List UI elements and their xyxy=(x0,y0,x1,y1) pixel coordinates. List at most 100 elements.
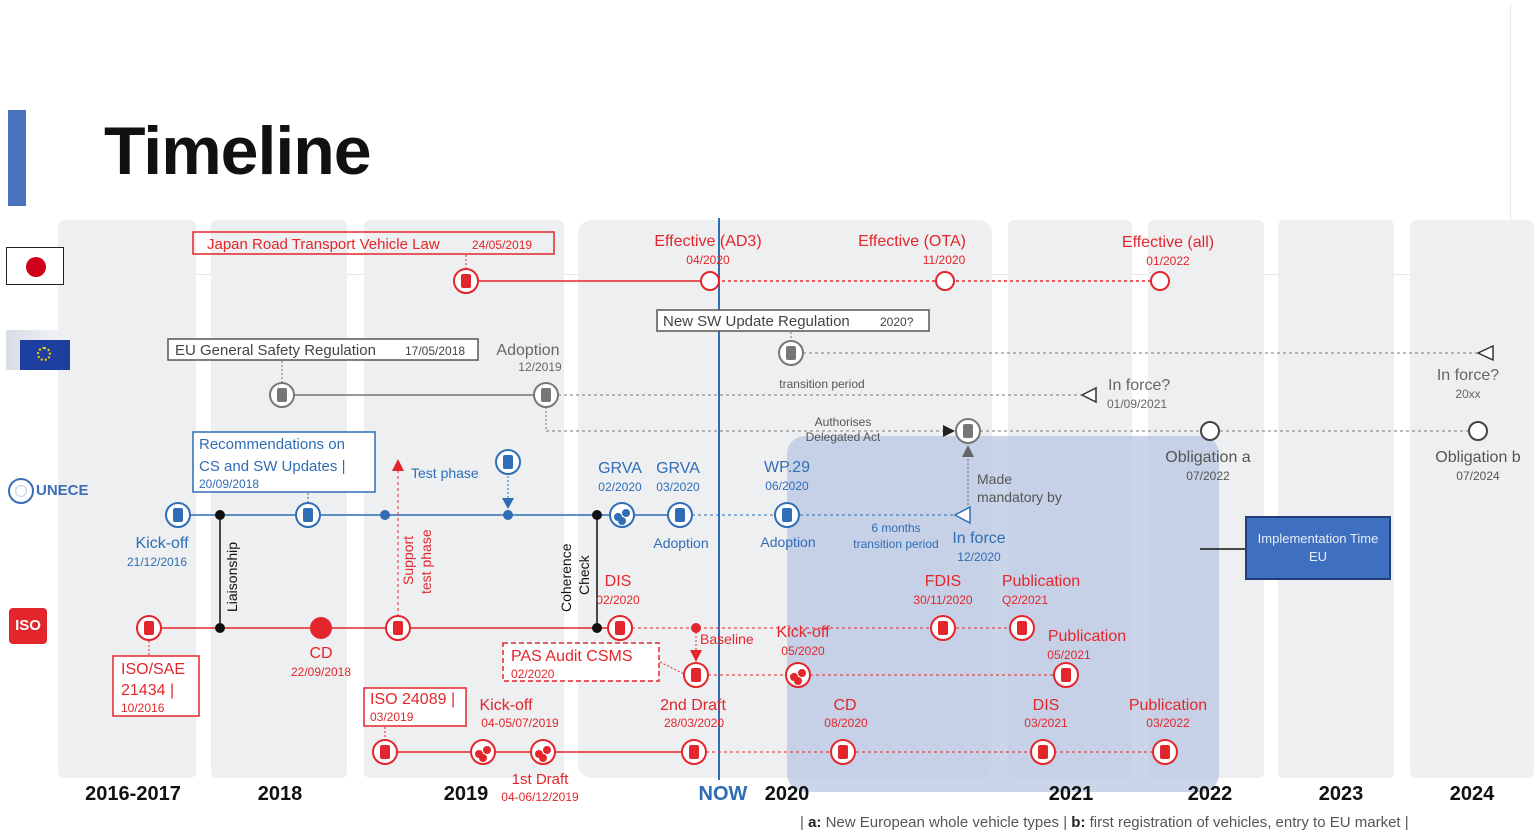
eu-obligation-a-node xyxy=(1200,421,1220,441)
eu-delegated-act-label: Delegated Act xyxy=(806,430,881,444)
unece-logo-text: UNECE xyxy=(36,481,89,499)
eu-delegated-arrow xyxy=(943,425,955,437)
unece-grva2-node xyxy=(667,502,693,528)
unece-testphase-dot xyxy=(503,510,513,520)
iso-dis-label: DIS xyxy=(605,573,632,590)
japan-law-date: 24/05/2019 xyxy=(472,238,532,252)
year-label-2016-2017: 2016-2017 xyxy=(85,783,181,805)
eu-sw-label: New SW Update Regulation xyxy=(663,313,850,330)
support-label: Support xyxy=(400,536,416,585)
footnote: | a: New European whole vehicle types | … xyxy=(800,814,1409,831)
year-label-2021: 2021 xyxy=(1049,783,1094,805)
eu-sw-inforce-triangle xyxy=(1476,344,1494,362)
implementation-time-highlight xyxy=(787,436,1219,792)
japan-flag-icon xyxy=(6,247,64,285)
unece-wp29-node xyxy=(774,502,800,528)
footnote-b-key: b: xyxy=(1071,814,1086,831)
eu-gsr-label: EU General Safety Regulation xyxy=(175,342,376,359)
iso-pas-kickoff-node xyxy=(785,662,811,688)
iso-sae-box xyxy=(112,655,200,717)
eu-flag-icon xyxy=(20,340,70,370)
unece-adoption2-label: Adoption xyxy=(760,534,815,550)
iso-pas-label: PAS Audit CSMS xyxy=(511,648,633,665)
check-label: Check xyxy=(576,554,592,595)
iso-24089-publication-label: Publication xyxy=(1129,697,1207,714)
footnote-a-text: New European whole vehicle types | xyxy=(825,814,1068,831)
iso-publication-node xyxy=(1009,615,1035,641)
eu-adoption-node xyxy=(533,382,559,408)
implementation-time-box: Implementation Time EU xyxy=(1245,516,1391,580)
unece-recommendation-box xyxy=(192,431,376,493)
eu-sw-inforce-date: 20xx xyxy=(1455,387,1480,401)
unece-grva1-date: 02/2020 xyxy=(598,480,642,494)
iso-24089-dis-node xyxy=(1030,739,1056,765)
unece-transition-label: transition period xyxy=(853,537,938,551)
unece-inforce-date: 12/2020 xyxy=(957,550,1001,564)
iso-24089-kickoff-node xyxy=(470,739,496,765)
unece-grva2-date: 03/2020 xyxy=(656,480,700,494)
year-label-2019: 2019 xyxy=(444,783,489,805)
support-arrow xyxy=(392,459,404,471)
iso-fdis-label: FDIS xyxy=(925,573,961,590)
unece-wp29-date: 06/2020 xyxy=(765,479,809,493)
column-2023 xyxy=(1278,220,1394,778)
iso-sae-date: 10/2016 xyxy=(121,701,165,715)
iso-liaison-dot xyxy=(215,623,225,633)
eu-obligation-b-date: 07/2024 xyxy=(1456,469,1500,483)
year-label-2020: 2020 xyxy=(765,783,810,805)
eu-inforce-triangle xyxy=(1080,386,1097,404)
unece-kickoff-node xyxy=(165,502,191,528)
eu-authorises-label: Authorises xyxy=(815,415,872,429)
iso-publication-label: Publication xyxy=(1002,573,1080,590)
iso-cd-date: 22/09/2018 xyxy=(291,665,351,679)
footnote-a-key: a: xyxy=(808,814,822,831)
unece-adoption1-label: Adoption xyxy=(653,535,708,551)
iso-baseline-arrow xyxy=(690,650,702,662)
unece-rec-date: 20/09/2018 xyxy=(199,477,259,491)
iso-cd-label: CD xyxy=(309,645,332,662)
iso-pas-box xyxy=(502,642,660,682)
year-label-2024: 2024 xyxy=(1450,783,1495,805)
unece-inforce-triangle xyxy=(953,505,971,525)
iso-pas-publication-date: 05/2021 xyxy=(1047,648,1091,662)
eu-mandatory-by-label: mandatory by xyxy=(977,489,1062,505)
iso-baseline-label: Baseline xyxy=(700,631,754,647)
iso-24089-first-draft-label: 1st Draft xyxy=(512,771,570,788)
iso-fdis-node xyxy=(930,615,956,641)
iso-24089-node xyxy=(372,739,398,765)
iso-publication-date: Q2/2021 xyxy=(1002,593,1048,607)
japan-law-node xyxy=(453,268,479,294)
header-edge xyxy=(1510,4,1511,274)
eu-made-mandatory-arrow xyxy=(962,445,974,457)
iso-cd-node xyxy=(310,617,332,639)
japan-flag-sun xyxy=(26,257,46,277)
unece-rec-line2: CS and SW Updates | xyxy=(199,458,345,475)
iso-sae-line2: 21434 | xyxy=(121,682,174,699)
iso-24089-box xyxy=(363,687,467,727)
year-label-2018: 2018 xyxy=(258,783,303,805)
eu-obligation-a-date: 07/2022 xyxy=(1186,469,1230,483)
japan-ota-node xyxy=(935,271,955,291)
eu-transition-label: transition period xyxy=(779,377,864,391)
eu-adoption-date: 12/2019 xyxy=(518,360,562,374)
liaisonship-label: Liaisonship xyxy=(224,542,240,612)
iso-sae-line1: ISO/SAE xyxy=(121,661,185,678)
unece-kickoff-label: Kick-off xyxy=(135,535,189,552)
iso-24089-publication-date: 03/2022 xyxy=(1146,716,1190,730)
column-2018 xyxy=(211,220,347,778)
iso-pas-connector xyxy=(659,661,685,675)
unece-grva1-node xyxy=(609,502,635,528)
unece-support-dot xyxy=(380,510,390,520)
coherence-label: Coherence xyxy=(558,543,574,612)
un-globe-icon xyxy=(8,478,34,504)
iso-pas-date: 02/2020 xyxy=(511,667,555,681)
eu-gsr-date: 17/05/2018 xyxy=(405,344,465,358)
iso-24089-kickoff-date: 04-05/07/2019 xyxy=(481,716,559,730)
iso-dis-date: 02/2020 xyxy=(596,593,640,607)
unece-months-label: 6 months xyxy=(871,521,920,535)
unece-inforce-label: In force xyxy=(952,530,1005,547)
column-2016-2017 xyxy=(58,220,196,778)
eu-sw-date: 2020? xyxy=(880,315,914,329)
japan-all-node xyxy=(1150,271,1170,291)
